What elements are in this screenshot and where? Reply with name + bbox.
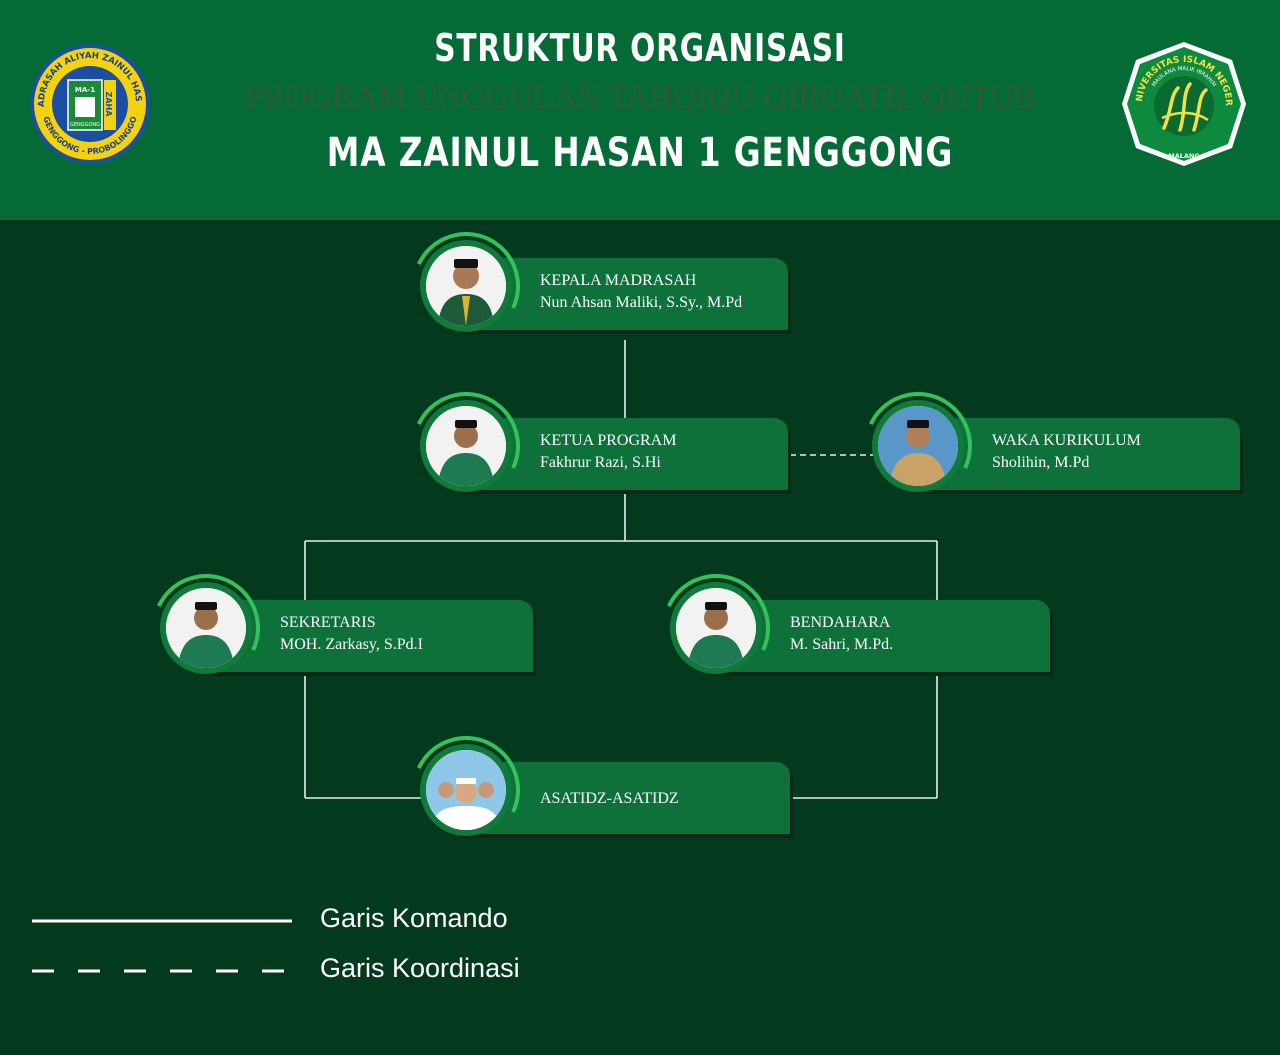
node-card bbox=[708, 600, 1050, 672]
svg-text:MALANG: MALANG bbox=[1168, 152, 1199, 160]
avatar-kepala bbox=[420, 240, 512, 332]
legend-coordination-label: Garis Koordinasi bbox=[320, 953, 520, 983]
uin-malang-logo: UNIVERSITAS ISLAM NEGERI MAULANA MALIK I… bbox=[1120, 40, 1246, 166]
svg-text:GENGGONG: GENGGONG bbox=[70, 122, 100, 128]
node-bendahara: BENDAHARA M. Sahri, M.Pd. bbox=[646, 558, 1052, 698]
header-banner: STRUKTUR ORGANISASI PROGRAM UNGGULAN TAH… bbox=[0, 0, 1280, 220]
node-name: Sholihin, M.Pd bbox=[992, 454, 1090, 471]
node-card bbox=[198, 600, 533, 672]
node-role: KETUA PROGRAM bbox=[540, 432, 677, 449]
node-kepala-madrasah: KEPALA MADRASAH Nun Ahsan Maliki, S.Sy.,… bbox=[396, 216, 790, 356]
legend-command-label: Garis Komando bbox=[320, 903, 508, 933]
avatar-ketua bbox=[420, 400, 512, 492]
avatar-asatidz-group bbox=[420, 744, 512, 836]
node-card bbox=[910, 418, 1240, 490]
school-name: MA ZAINUL HASAN 1 GENGGONG bbox=[326, 130, 954, 176]
node-card bbox=[458, 258, 788, 330]
node-sekretaris: SEKRETARIS MOH. Zarkasy, S.Pd.I bbox=[136, 558, 535, 698]
avatar-bendahara bbox=[670, 582, 762, 674]
page-title: STRUKTUR ORGANISASI bbox=[434, 26, 846, 70]
node-name: Nun Ahsan Maliki, S.Sy., M.Pd bbox=[540, 294, 743, 311]
node-name: M. Sahri, M.Pd. bbox=[790, 636, 894, 653]
avatar-waka bbox=[872, 400, 964, 492]
node-role: ASATIDZ-ASATIDZ bbox=[540, 790, 679, 807]
avatar-sekretaris bbox=[160, 582, 252, 674]
node-ketua-program: KETUA PROGRAM Fakhrur Razi, S.Hi bbox=[396, 376, 790, 516]
svg-text:ZAHA: ZAHA bbox=[104, 92, 113, 118]
node-name: Fakhrur Razi, S.Hi bbox=[540, 454, 661, 471]
svg-text:MA-1: MA-1 bbox=[75, 86, 95, 94]
node-name: MOH. Zarkasy, S.Pd.I bbox=[280, 636, 423, 653]
node-role: SEKRETARIS bbox=[280, 614, 376, 631]
node-role: WAKA KURIKULUM bbox=[992, 432, 1141, 449]
legend-lines bbox=[32, 919, 292, 973]
node-role: KEPALA MADRASAH bbox=[540, 272, 697, 289]
node-card bbox=[458, 762, 790, 834]
node-card bbox=[458, 418, 788, 490]
page-subtitle: PROGRAM UNGGULAN TAHQIQU QIROATIL QUTUB bbox=[244, 78, 1036, 114]
node-waka-kurikulum: WAKA KURIKULUM Sholihin, M.Pd bbox=[848, 376, 1242, 516]
node-role: BENDAHARA bbox=[790, 614, 891, 631]
madrasah-logo: MADRASAH ALIYAH ZAINUL HASAN GENGGONG - … bbox=[28, 42, 150, 164]
node-asatidz: ASATIDZ-ASATIDZ bbox=[396, 720, 792, 860]
